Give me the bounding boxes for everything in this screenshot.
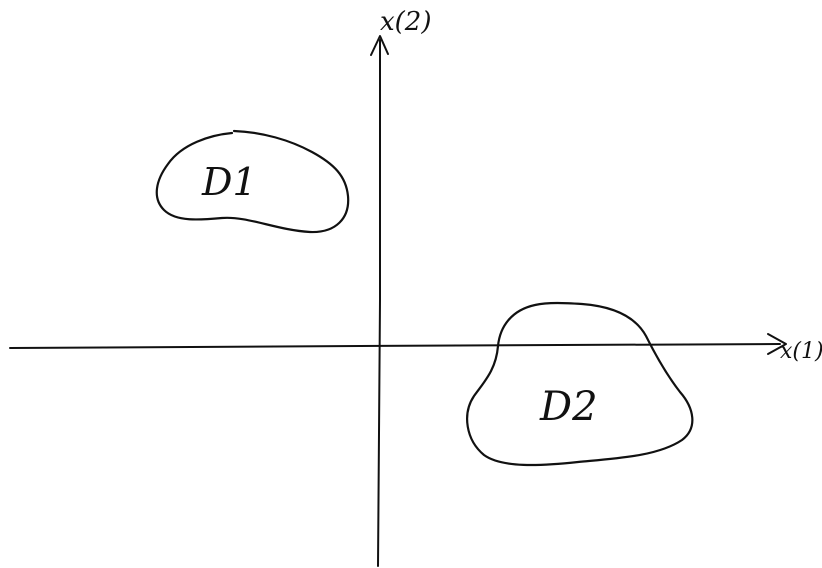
axis-x-label: x(1): [780, 339, 822, 364]
axis-y-label: x(2): [380, 7, 432, 37]
horizontal-axis-arrowhead: [767, 333, 787, 355]
vertical-axis-arrowhead: [370, 35, 389, 56]
horizontal-axis: [9, 343, 781, 349]
region-d2-label: D2: [539, 384, 598, 430]
region-d2-outline: [466, 301, 694, 467]
region-d1-outline: [155, 129, 350, 234]
region-d1-label: D1: [201, 160, 257, 204]
vertical-axis: [377, 39, 381, 567]
